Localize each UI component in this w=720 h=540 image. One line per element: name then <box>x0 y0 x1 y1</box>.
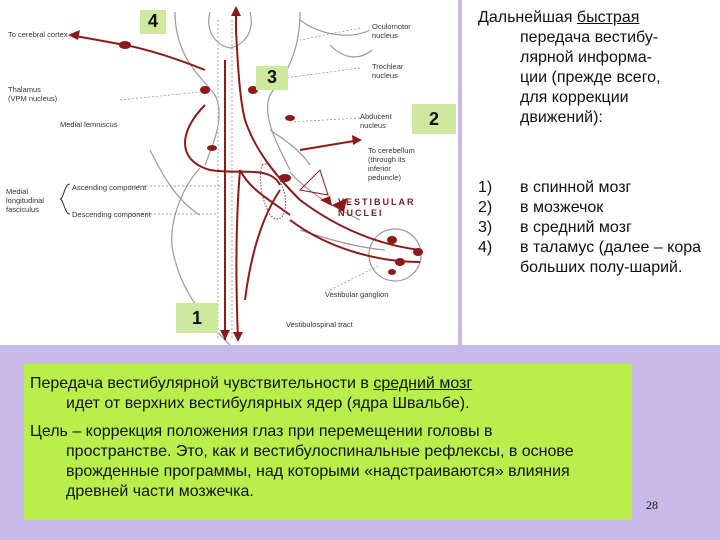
label-ascending-component: Ascending component <box>72 183 147 192</box>
label-vestibular-ganglion: Vestibular ganglion <box>325 290 389 299</box>
destination-list: 1)в спинной мозг 2)в мозжечок 3)в средни… <box>478 178 710 278</box>
list-item: 2)в мозжечок <box>478 199 604 216</box>
list-item: 1)в спинной мозг <box>478 179 632 196</box>
marker-3: 3 <box>256 66 288 90</box>
list-item: 4)в таламус (далее – кора больших полу-ш… <box>478 239 702 276</box>
marker-2: 2 <box>412 104 456 134</box>
label-descending-component: Descending component <box>72 210 151 219</box>
label-cerebral-cortex: To cerebral cortex <box>8 30 68 39</box>
page-number: 28 <box>646 498 658 512</box>
side-heading: Дальнейшая быстрая передача вестибу- ляр… <box>478 9 661 126</box>
paragraph-purpose: Цель – коррекция положения глаз при пере… <box>30 423 574 500</box>
neuroanatomy-diagram: To cerebral cortex Thalamus(VPM nucleus)… <box>0 0 458 345</box>
underlined-fast: быстрая <box>576 9 640 26</box>
paragraph-midbrain: Передача вестибулярной чувствительности … <box>30 375 473 412</box>
marker-1: 1 <box>176 303 218 333</box>
label-vestibulospinal-tract: Vestibulospinal tract <box>286 320 353 329</box>
label-thalamus: Thalamus(VPM nucleus) <box>8 85 58 103</box>
side-text-panel: Дальнейшая быстрая передача вестибу- ляр… <box>462 0 720 345</box>
vestibular-pathways-figure <box>59 6 423 345</box>
summary-box: Передача вестибулярной чувствительности … <box>24 364 632 520</box>
label-medial-lemniscus: Medial lemniscus <box>60 120 118 129</box>
marker-4: 4 <box>140 10 166 34</box>
list-item: 3)в средний мозг <box>478 219 632 236</box>
